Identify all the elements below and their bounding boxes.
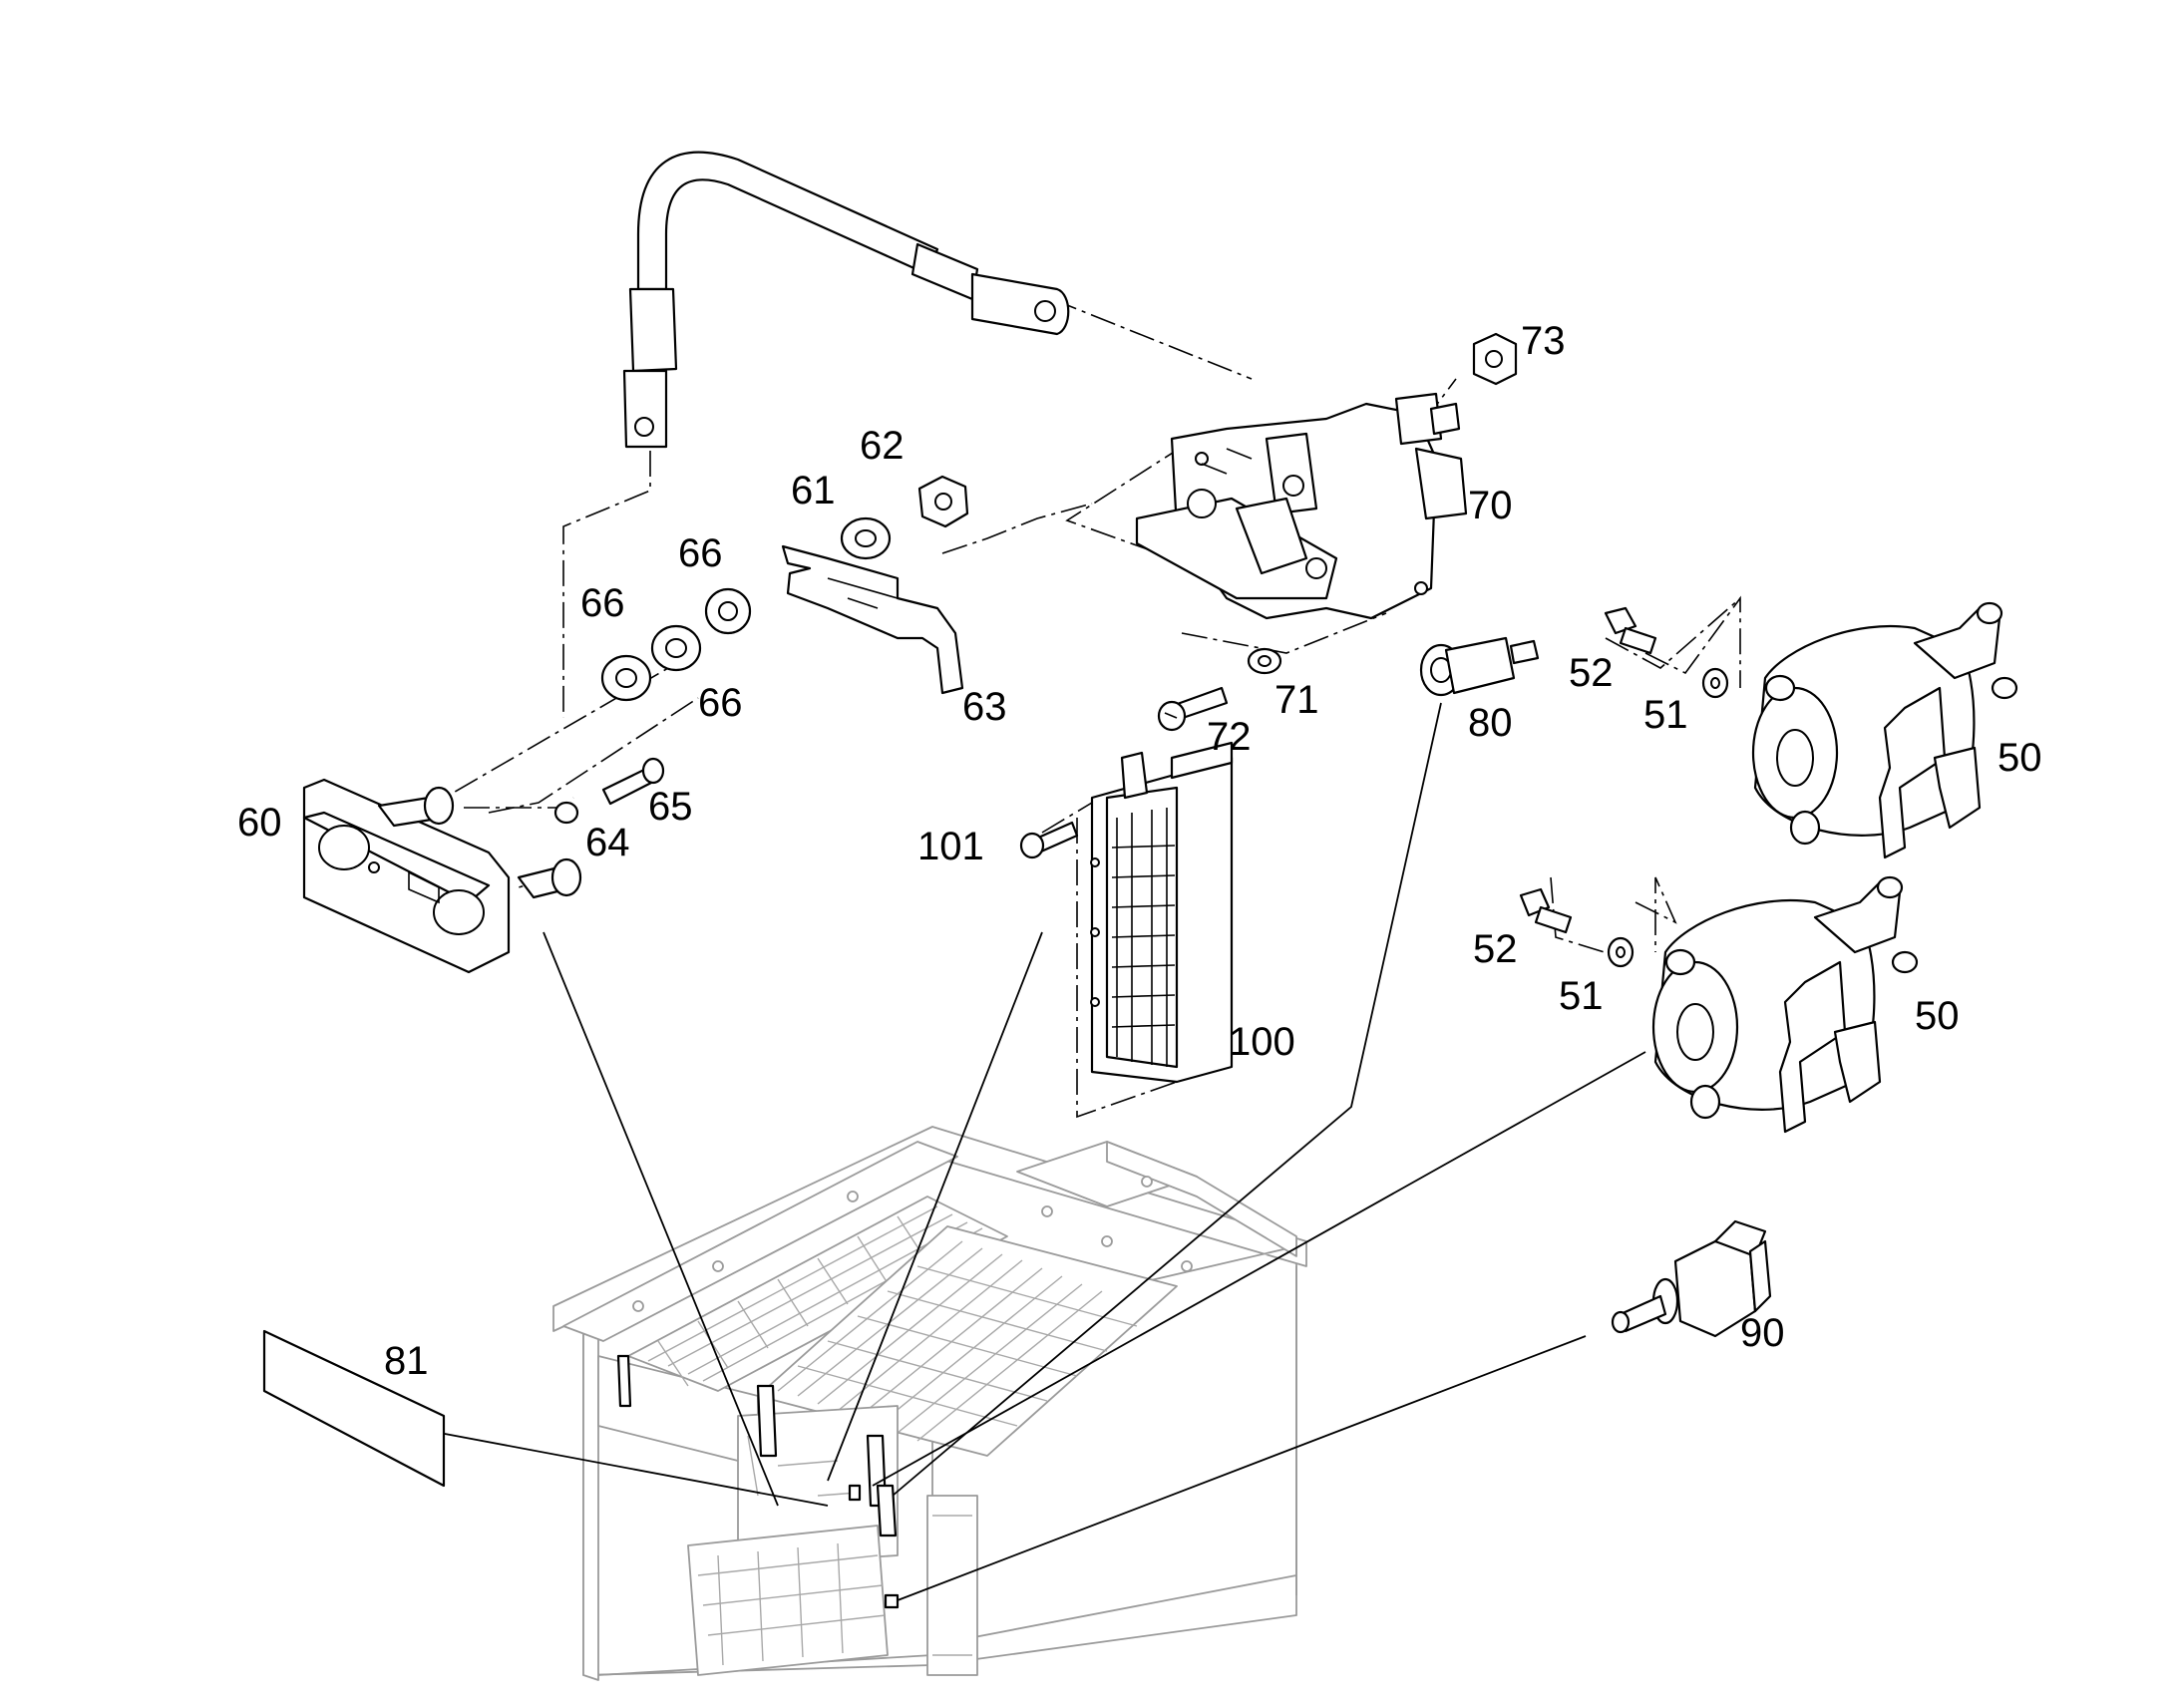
callout-70: 70 [1468,484,1513,527]
callout-50-lower: 50 [1915,994,1960,1038]
part-63-fuse-strap [781,544,964,695]
callout-80: 80 [1468,701,1513,745]
callout-73: 73 [1521,319,1566,363]
callout-81: 81 [384,1339,429,1383]
callout-101: 101 [917,825,984,868]
part-52-bolt-upper [1604,606,1657,655]
part-66-washer-1 [704,587,752,635]
part-50-solenoid-lower [1651,875,1919,1134]
callout-60: 60 [237,801,282,845]
part-65-screw [601,757,665,806]
battery-box-assembly [552,1126,1307,1681]
callout-50-upper: 50 [1998,736,2042,780]
callout-52-upper: 52 [1569,651,1614,695]
part-60-fuse-holder [302,778,582,974]
part-52-bolt-lower [1519,887,1573,934]
part-71-washer [1247,647,1282,675]
part-61-washer [840,516,892,560]
callout-65: 65 [648,785,693,829]
callout-64: 64 [585,821,630,864]
part-72-screw [1157,686,1229,732]
part-80-indicator-lamp [1419,636,1540,697]
callout-71: 71 [1274,678,1319,722]
callout-66-top: 66 [678,531,723,575]
leader-lines [428,702,1646,1601]
part-66-washer-2 [650,624,702,672]
part-62-nut [917,475,969,528]
part-100-relay-box [1090,741,1234,1084]
grille-left [627,1196,1008,1392]
alignment-lines [418,298,1741,1119]
callout-63: 63 [962,685,1007,729]
part-81-label-plate [262,1329,446,1488]
callout-100: 100 [1229,1020,1295,1064]
callout-51-upper: 51 [1643,693,1688,737]
callout-61: 61 [791,469,836,512]
part-66-washer-3 [600,654,652,702]
callout-66-bottom: 66 [698,681,743,725]
callout-72: 72 [1207,715,1252,759]
part-90-toggle-switch [1611,1219,1772,1338]
callout-66-left: 66 [580,581,625,625]
part-70-battery-switch [1135,392,1468,620]
battery-cable [622,151,1070,449]
callout-52-lower: 52 [1473,927,1518,971]
callout-51-lower: 51 [1559,974,1604,1018]
part-51-washer-lower [1607,936,1635,968]
part-101-screw [1019,821,1079,859]
part-64-washer [553,801,579,825]
part-73-nut [1472,332,1518,386]
part-51-washer-upper [1701,667,1729,699]
callout-90: 90 [1740,1311,1785,1355]
part-50-solenoid-upper [1751,601,2018,859]
callout-62: 62 [860,424,905,468]
callout-labels: 73 62 61 70 66 66 66 63 71 72 80 52 51 5… [237,319,2042,1383]
